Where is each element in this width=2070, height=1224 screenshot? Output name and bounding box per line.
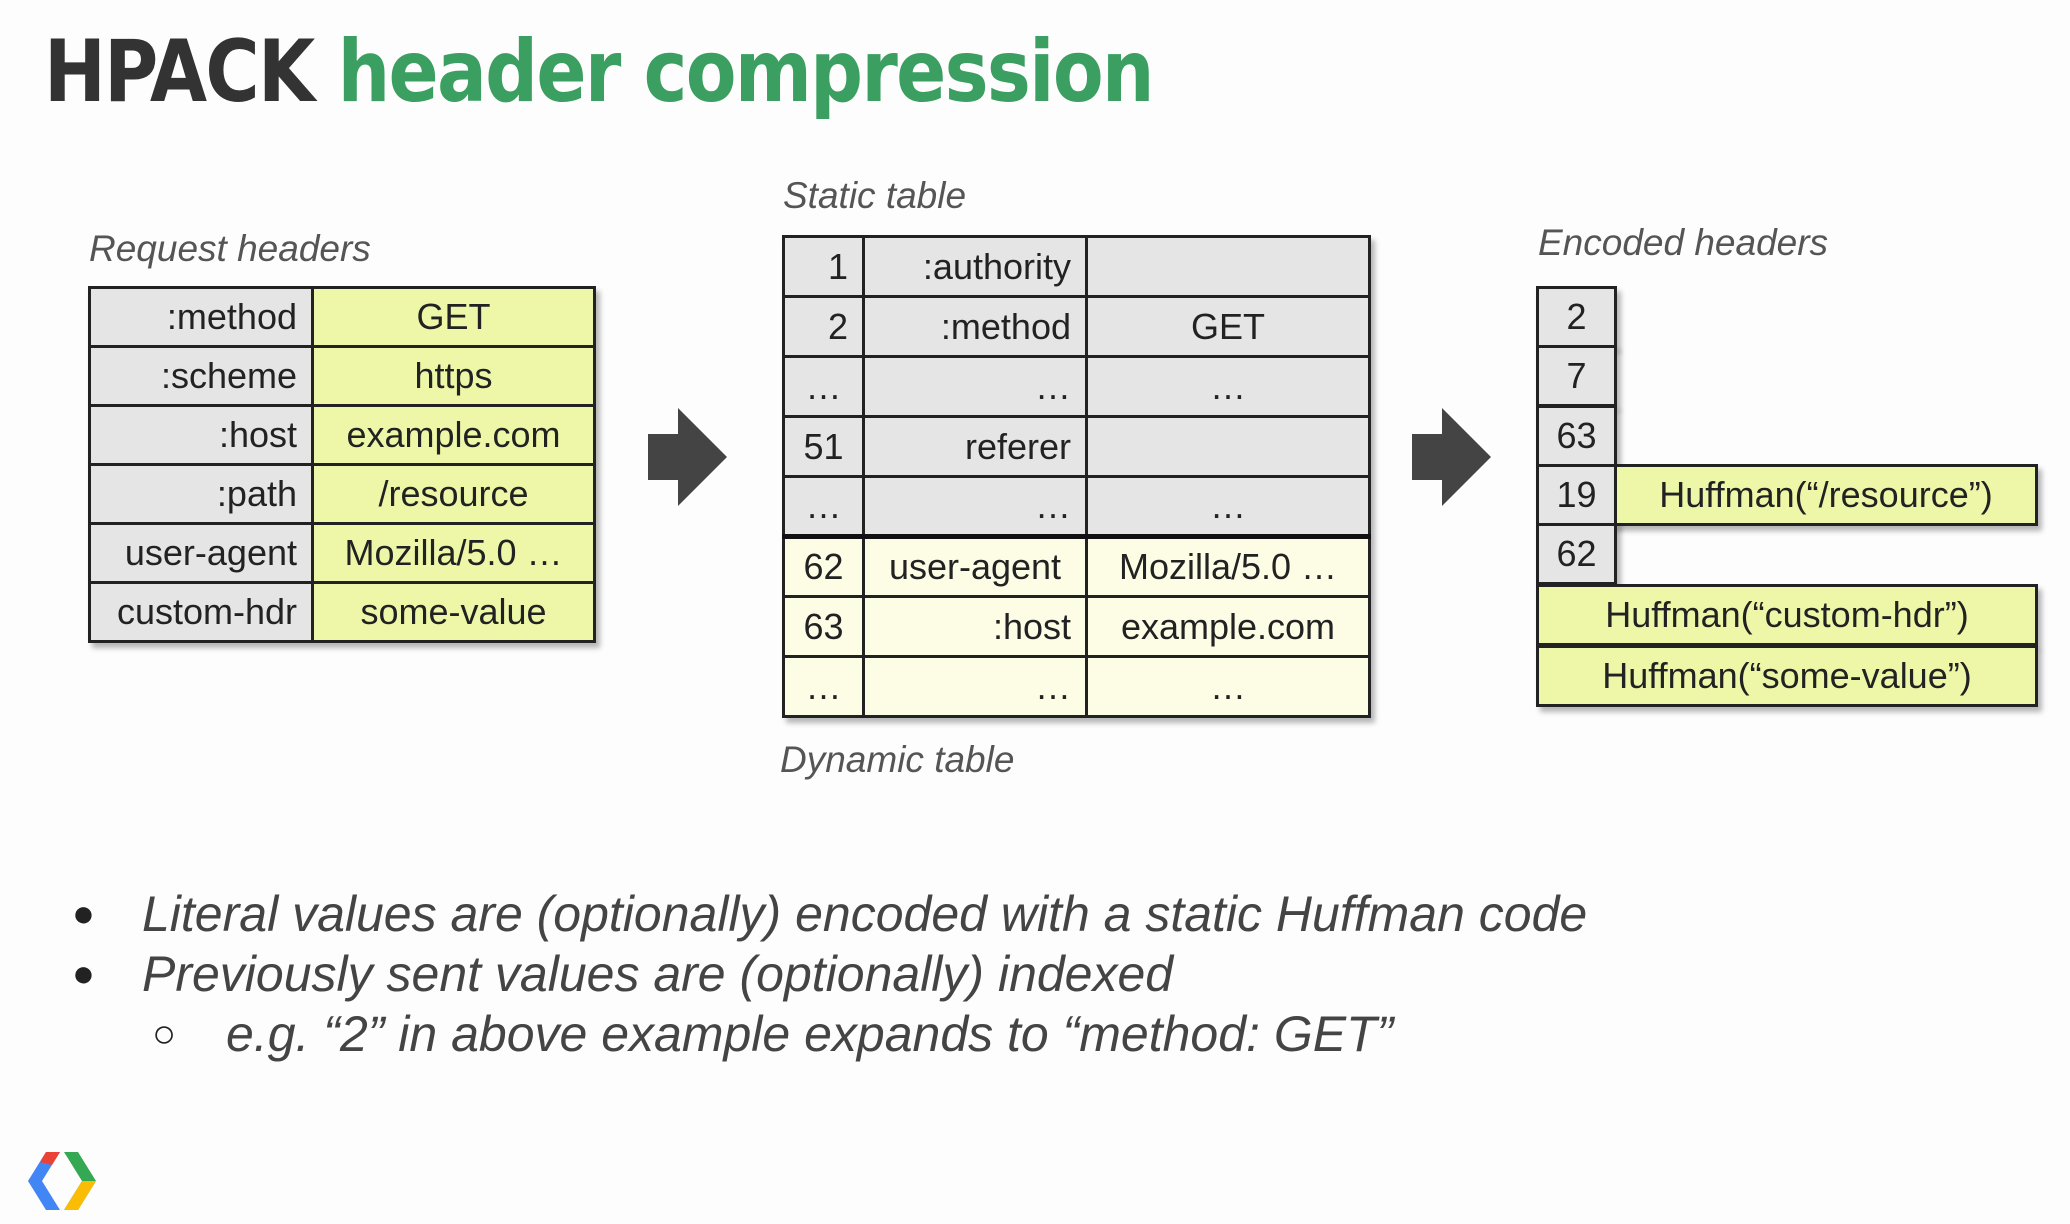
dynamic-value: Mozilla/5.0 … xyxy=(1085,534,1371,598)
static-table-row: 1:authority xyxy=(782,235,1371,298)
encoded-huffman-name: Huffman(“custom-hdr”) xyxy=(1536,584,2038,646)
bullet-item: ● Previously sent values are (optionally)… xyxy=(72,944,1587,1004)
encoded-index: 19 xyxy=(1536,464,1617,526)
encoded-huffman-value: Huffman(“some-value”) xyxy=(1536,645,2038,707)
title-hpack: HPACK xyxy=(44,22,315,122)
dynamic-index: 62 xyxy=(782,534,865,598)
static-index: 51 xyxy=(782,415,865,478)
static-index: 1 xyxy=(782,235,865,298)
sub-bullet-marker: ○ xyxy=(152,1012,177,1056)
bullet-marker: ● xyxy=(72,953,95,995)
bullet-text: Previously sent values are (optionally) … xyxy=(142,946,1174,1002)
static-value: … xyxy=(1085,475,1371,538)
request-value: /resource xyxy=(311,463,596,525)
request-value: GET xyxy=(311,286,596,348)
static-table-row: ……… xyxy=(782,475,1371,538)
static-table-caption: Static table xyxy=(783,175,967,216)
request-value: Mozilla/5.0 … xyxy=(311,522,596,584)
request-name: :path xyxy=(88,463,314,525)
static-index: … xyxy=(782,355,865,418)
sub-bullet-item: ○ e.g. “2” in above example expands to “m… xyxy=(72,1004,1587,1064)
request-name: :method xyxy=(88,286,314,348)
encoded-headers-caption: Encoded headers xyxy=(1538,222,1829,263)
dynamic-value: example.com xyxy=(1085,595,1371,658)
static-index: 2 xyxy=(782,295,865,358)
right-arrow-icon xyxy=(1412,408,1491,506)
static-name: … xyxy=(862,475,1088,538)
request-row: :path/resource xyxy=(88,463,596,525)
request-name: custom-hdr xyxy=(88,581,314,643)
dynamic-index: 63 xyxy=(782,595,865,658)
request-value: example.com xyxy=(311,404,596,466)
title-header-compression: header compression xyxy=(337,22,1155,122)
request-value: https xyxy=(311,345,596,407)
request-value: some-value xyxy=(311,581,596,643)
encoded-index: 62 xyxy=(1536,523,1617,585)
dynamic-value: … xyxy=(1085,655,1371,718)
request-name: user-agent xyxy=(88,522,314,584)
static-name: referer xyxy=(862,415,1088,478)
static-value: GET xyxy=(1085,295,1371,358)
request-headers-caption: Request headers xyxy=(89,228,371,269)
dynamic-index: … xyxy=(782,655,865,718)
bullet-item: ● Literal values are (optionally) encoded… xyxy=(72,884,1587,944)
request-name: :host xyxy=(88,404,314,466)
static-value: … xyxy=(1085,355,1371,418)
right-arrow-icon xyxy=(648,408,727,506)
dynamic-name: … xyxy=(862,655,1088,718)
static-value xyxy=(1085,235,1371,298)
dynamic-table-row: ……… xyxy=(782,655,1371,718)
static-value xyxy=(1085,415,1371,478)
static-table-row: ……… xyxy=(782,355,1371,418)
static-name: … xyxy=(862,355,1088,418)
bullet-list: ● Literal values are (optionally) encoded… xyxy=(72,884,1587,1064)
bullet-text: Literal values are (optionally) encoded … xyxy=(142,886,1588,942)
static-index: … xyxy=(782,475,865,538)
static-name: :authority xyxy=(862,235,1088,298)
dynamic-name: :host xyxy=(862,595,1088,658)
slide-title: HPACK header compression xyxy=(44,22,1155,122)
dynamic-table-caption: Dynamic table xyxy=(780,739,1015,780)
encoded-index: 63 xyxy=(1536,405,1617,467)
encoded-index: 7 xyxy=(1536,345,1617,407)
request-name: :scheme xyxy=(88,345,314,407)
dynamic-name: user-agent xyxy=(862,534,1088,598)
google-developers-logo xyxy=(28,1152,96,1210)
static-name: :method xyxy=(862,295,1088,358)
sub-bullet-text: e.g. “2” in above example expands to “me… xyxy=(226,1006,1394,1062)
bullet-marker: ● xyxy=(72,893,95,935)
encoded-index: 2 xyxy=(1536,286,1617,348)
encoded-huffman-path: Huffman(“/resource”) xyxy=(1614,464,2038,526)
